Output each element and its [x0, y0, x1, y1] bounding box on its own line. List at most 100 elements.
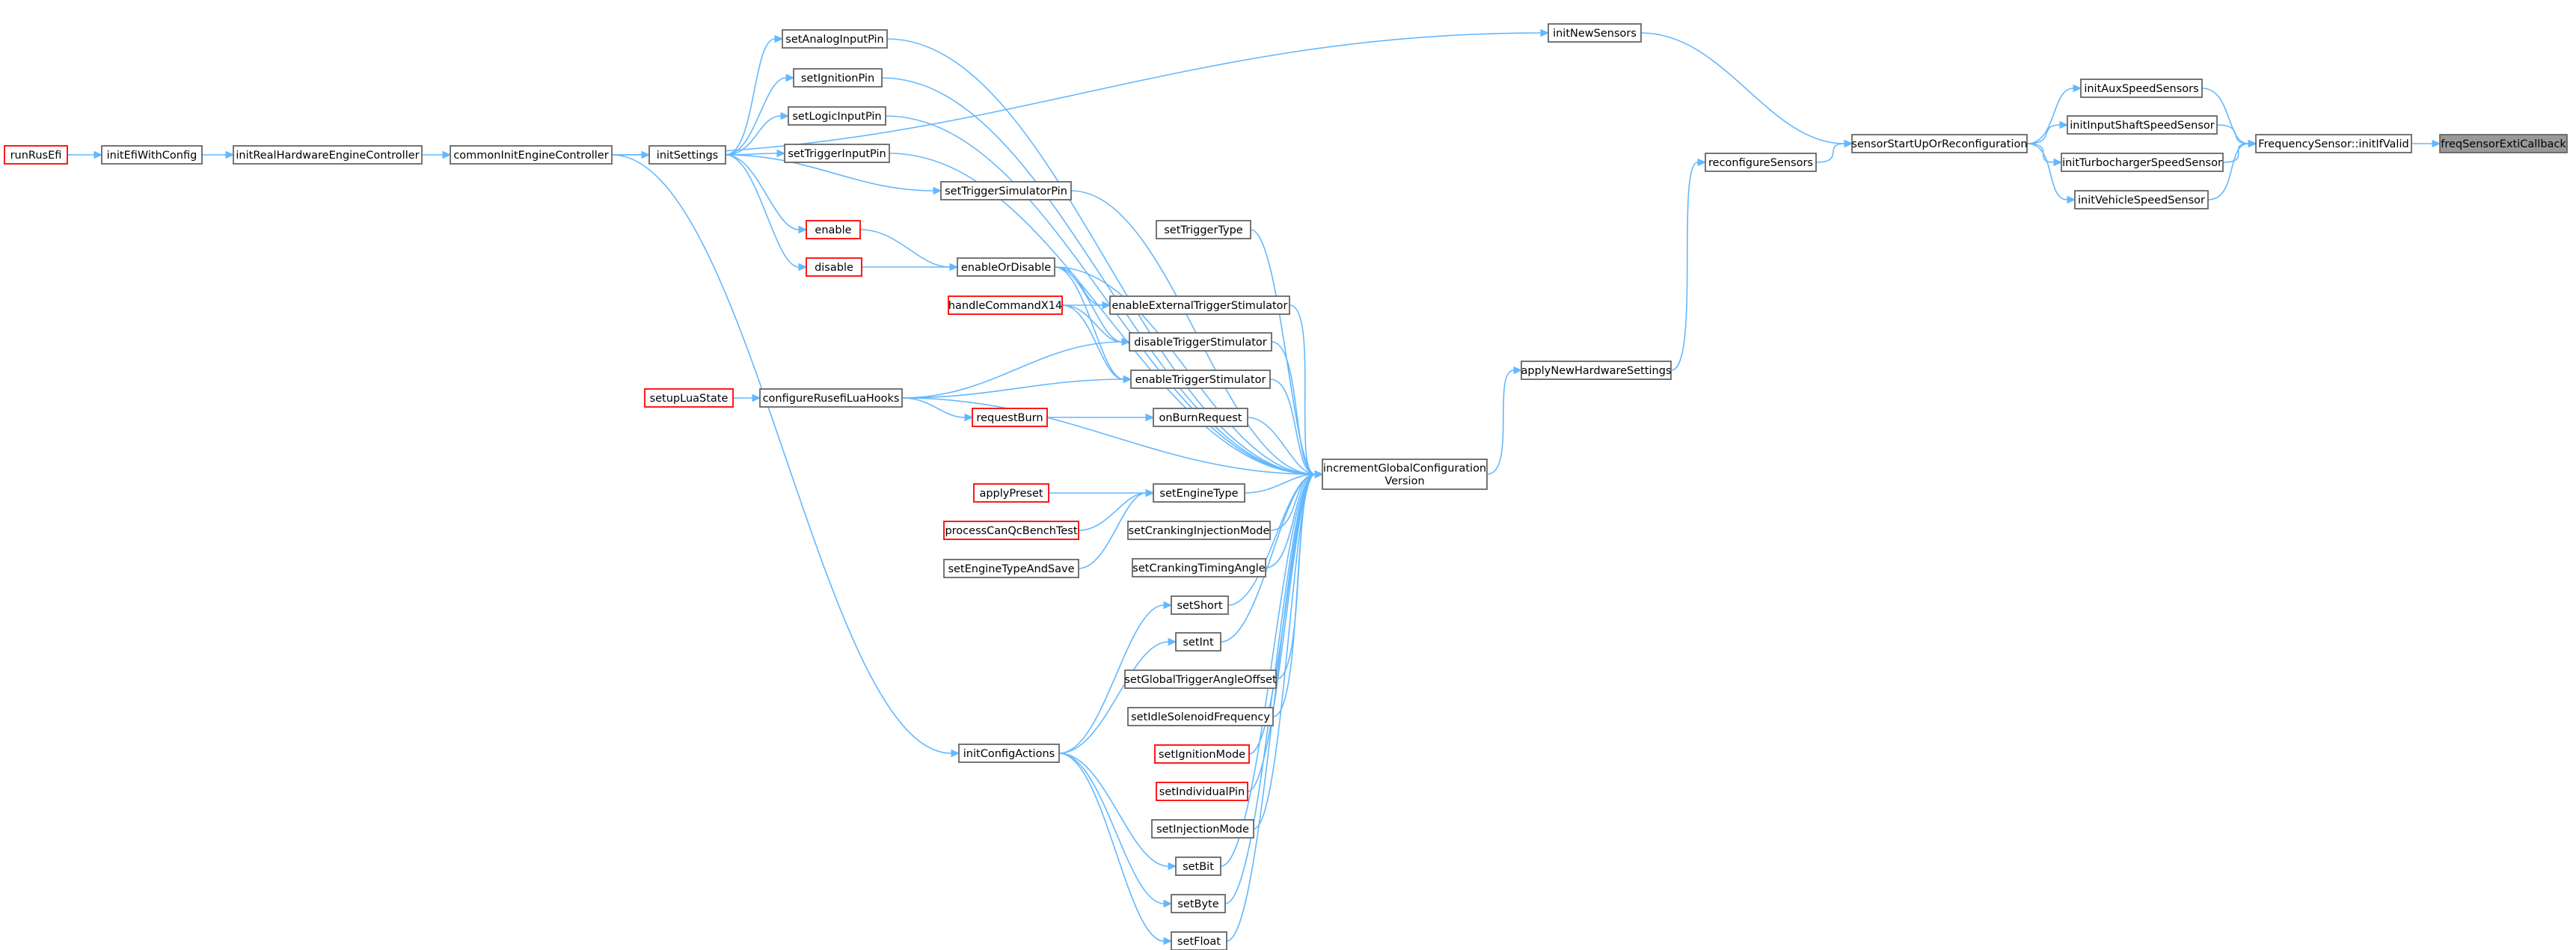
graph-node-setIdleSolenoidFrequency[interactable]: setIdleSolenoidFrequency: [1127, 707, 1274, 726]
graph-node-box[interactable]: [806, 257, 862, 277]
graph-node-setLogicInputPin[interactable]: setLogicInputPin: [788, 106, 886, 126]
graph-node-FrequencySensor_initIfValid[interactable]: FrequencySensor::initIfValid: [2255, 134, 2412, 153]
graph-node-box[interactable]: [1130, 370, 1271, 389]
graph-node-initRealHardwareEngineController[interactable]: initRealHardwareEngineController: [233, 145, 423, 165]
graph-node-freqSensorExtiCallback[interactable]: freqSensorExtiCallback: [2439, 134, 2568, 153]
graph-node-box[interactable]: [943, 559, 1079, 578]
graph-node-disable[interactable]: disable: [806, 257, 862, 277]
graph-node-initEfiWithConfig[interactable]: initEfiWithConfig: [101, 145, 203, 165]
graph-node-box[interactable]: [782, 29, 888, 49]
graph-node-sensorStartUpOrReconfiguration[interactable]: sensorStartUpOrReconfiguration: [1851, 134, 2028, 153]
graph-node-box[interactable]: [1851, 134, 2028, 153]
graph-node-box[interactable]: [1127, 521, 1271, 540]
graph-node-box[interactable]: [1705, 153, 1817, 172]
graph-node-setBit[interactable]: setBit: [1175, 856, 1221, 876]
graph-node-box[interactable]: [101, 145, 203, 165]
graph-node-box[interactable]: [1154, 744, 1250, 764]
graph-node-initVehicleSpeedSensor[interactable]: initVehicleSpeedSensor: [2074, 190, 2209, 209]
graph-node-initNewSensors[interactable]: initNewSensors: [1548, 23, 1642, 43]
graph-node-box[interactable]: [784, 144, 890, 163]
graph-node-setFloat[interactable]: setFloat: [1171, 931, 1227, 950]
graph-node-applyPreset[interactable]: applyPreset: [973, 483, 1049, 503]
graph-node-box[interactable]: [1171, 894, 1226, 913]
graph-node-enableTriggerStimulator[interactable]: enableTriggerStimulator: [1130, 370, 1271, 389]
graph-node-setGlobalTriggerAngleOffset[interactable]: setGlobalTriggerAngleOffset: [1124, 669, 1277, 689]
graph-node-initAuxSpeedSensors[interactable]: initAuxSpeedSensors: [2080, 79, 2203, 98]
graph-node-initTurbochargerSpeedSensor[interactable]: initTurbochargerSpeedSensor: [2061, 153, 2224, 172]
graph-node-configureRusefiLuaHooks[interactable]: configureRusefiLuaHooks: [759, 388, 903, 408]
graph-node-setTriggerType[interactable]: setTriggerType: [1156, 220, 1251, 239]
graph-node-setIgnitionPin[interactable]: setIgnitionPin: [793, 68, 883, 88]
graph-node-initInputShaftSpeedSensor[interactable]: initInputShaftSpeedSensor: [2067, 115, 2218, 135]
graph-node-box[interactable]: [1153, 408, 1248, 427]
graph-node-box[interactable]: [2439, 134, 2568, 153]
graph-node-setCrankingTimingAngle[interactable]: setCrankingTimingAngle: [1132, 558, 1266, 577]
graph-node-box[interactable]: [1156, 220, 1251, 239]
graph-node-box[interactable]: [1109, 295, 1290, 315]
graph-node-box[interactable]: [1521, 361, 1672, 380]
graph-node-setIgnitionMode[interactable]: setIgnitionMode: [1154, 744, 1250, 764]
graph-node-box[interactable]: [1156, 782, 1248, 801]
graph-node-box[interactable]: [233, 145, 423, 165]
graph-node-setShort[interactable]: setShort: [1171, 595, 1229, 615]
graph-node-box[interactable]: [450, 145, 613, 165]
graph-node-setupLuaState[interactable]: setupLuaState: [644, 388, 734, 408]
graph-node-box[interactable]: [648, 145, 726, 165]
graph-node-setTriggerInputPin[interactable]: setTriggerInputPin: [784, 144, 890, 163]
graph-node-box[interactable]: [948, 295, 1063, 315]
graph-node-box[interactable]: [4, 145, 68, 165]
graph-node-reconfigureSensors[interactable]: reconfigureSensors: [1705, 153, 1817, 172]
graph-node-setCrankingInjectionMode[interactable]: setCrankingInjectionMode: [1127, 521, 1271, 540]
graph-node-setEngineTypeAndSave[interactable]: setEngineTypeAndSave: [943, 559, 1079, 578]
graph-node-setTriggerSimulatorPin[interactable]: setTriggerSimulatorPin: [940, 181, 1072, 200]
graph-node-runRusEfi[interactable]: runRusEfi: [4, 145, 68, 165]
graph-node-initConfigActions[interactable]: initConfigActions: [958, 744, 1060, 763]
graph-node-box[interactable]: [788, 106, 886, 126]
graph-node-requestBurn[interactable]: requestBurn: [972, 408, 1048, 427]
graph-node-box[interactable]: [806, 220, 861, 239]
graph-node-enableExternalTriggerStimulator[interactable]: enableExternalTriggerStimulator: [1109, 295, 1290, 315]
graph-node-box[interactable]: [759, 388, 903, 408]
graph-node-applyNewHardwareSettings[interactable]: applyNewHardwareSettings: [1521, 361, 1672, 380]
graph-node-box[interactable]: [1171, 931, 1227, 950]
graph-node-setEngineType[interactable]: setEngineType: [1153, 483, 1245, 503]
graph-node-box[interactable]: [1124, 669, 1277, 689]
graph-node-processCanQcBenchTest[interactable]: processCanQcBenchTest: [943, 521, 1079, 540]
graph-node-box[interactable]: [1175, 632, 1221, 652]
graph-node-box[interactable]: [1129, 332, 1272, 352]
graph-node-box[interactable]: [958, 744, 1060, 763]
graph-node-disableTriggerStimulator[interactable]: disableTriggerStimulator: [1129, 332, 1272, 352]
graph-node-box[interactable]: [943, 521, 1079, 540]
graph-node-box[interactable]: [2080, 79, 2203, 98]
graph-node-box[interactable]: [644, 388, 734, 408]
graph-node-setAnalogInputPin[interactable]: setAnalogInputPin: [782, 29, 888, 49]
graph-node-setInjectionMode[interactable]: setInjectionMode: [1151, 819, 1254, 839]
graph-node-setIndividualPin[interactable]: setIndividualPin: [1156, 782, 1248, 801]
graph-node-box[interactable]: [1322, 459, 1488, 490]
graph-node-setByte[interactable]: setByte: [1171, 894, 1226, 913]
graph-node-box[interactable]: [2067, 115, 2218, 135]
graph-node-setInt[interactable]: setInt: [1175, 632, 1221, 652]
graph-node-handleCommandX14[interactable]: handleCommandX14: [948, 295, 1063, 315]
graph-node-box[interactable]: [2074, 190, 2209, 209]
graph-node-onBurnRequest[interactable]: onBurnRequest: [1153, 408, 1248, 427]
graph-node-commonInitEngineController[interactable]: commonInitEngineController: [450, 145, 613, 165]
graph-node-initSettings[interactable]: initSettings: [648, 145, 726, 165]
graph-node-box[interactable]: [2061, 153, 2224, 172]
graph-node-box[interactable]: [1175, 856, 1221, 876]
graph-node-enableOrDisable[interactable]: enableOrDisable: [957, 257, 1055, 277]
graph-node-box[interactable]: [1171, 595, 1229, 615]
graph-node-box[interactable]: [957, 257, 1055, 277]
graph-node-enable[interactable]: enable: [806, 220, 861, 239]
graph-node-box[interactable]: [972, 408, 1048, 427]
graph-node-box[interactable]: [1153, 483, 1245, 503]
graph-node-box[interactable]: [1151, 819, 1254, 839]
graph-node-box[interactable]: [1132, 558, 1266, 577]
graph-node-box[interactable]: [940, 181, 1072, 200]
graph-node-box[interactable]: [973, 483, 1049, 503]
graph-node-box[interactable]: [1548, 23, 1642, 43]
graph-node-box[interactable]: [793, 68, 883, 88]
graph-node-box[interactable]: [2255, 134, 2412, 153]
graph-node-box[interactable]: [1127, 707, 1274, 726]
